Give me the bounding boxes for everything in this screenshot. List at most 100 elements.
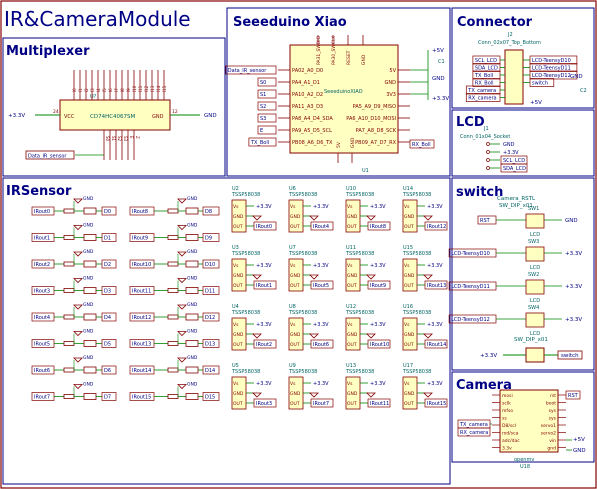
ir-d2-label: D13 [205,342,215,348]
receiver-pin-label: OUT [290,283,300,289]
mux-top-pin-label: I4 [96,88,101,92]
receiver-gnd-symbol [252,215,262,221]
ir-d2-label-box [202,206,220,216]
ir-resistor-2 [185,287,199,294]
xiao-left-pin-label: PA10_A2_D2 [292,92,323,98]
ir-d-label: D5 [104,342,111,348]
mux-top-pin-label: I9 [126,88,131,92]
receiver-ref: U13 [346,363,356,369]
ir-resistor [63,235,75,240]
camera-left-pin-label: mosi [502,393,513,399]
receiver-pin-label: OUT [404,342,414,348]
switch-net-label: RST [480,218,491,224]
ir-in-label: IRout7 [34,395,50,401]
receiver-vcc-label: +3.3V [256,263,272,269]
connector-component[interactable]: J2 Conn_02x07_Top_Bottom SCL_LCDSDA_LCDT… [465,32,587,106]
receiver-out-label-box [424,339,448,349]
receiver-pin-label: Vs [404,204,410,210]
receiver-pin-label: GND [404,214,415,220]
receiver-pin-label: OUT [233,283,243,289]
receiver-pin-label: Vs [347,322,353,328]
camera-right-pin-label: rst [550,393,556,399]
xiao-net-label-box [225,65,277,75]
ir-gnd-symbol [73,225,83,231]
switch-tag: LCD [530,331,540,337]
receiver-pin-label: GND [290,332,301,338]
receiver-out-label: IRout9 [370,283,386,289]
ir-resistor-2 [185,393,199,400]
ir-in2-label: IRout13 [132,342,151,348]
camera-right-pin-label: boot [546,401,556,407]
xiao-net-label: S3 [260,116,266,122]
xiao-top-pin-label: PA31_SWDIO [316,35,322,65]
receiver-out-label-box [424,398,448,408]
mux-top-pin-label: I1 [78,88,83,92]
camera-left-pin-label: sclk [502,401,511,407]
receiver-gnd-symbol [423,392,433,398]
receiver-gnd-symbol [423,333,433,339]
receiver-value: TSSP58038 [288,251,317,257]
multiplexer-frame [2,37,226,177]
receiver-pin-label: GND [404,273,415,279]
connector-left-label: RX_Boll [475,81,494,87]
xiao-net-label-box [257,101,277,111]
connector-left-labels: SCL_LCDSDA_LCDTX_BollRX_BollTX_cameraRX_… [465,55,505,102]
irsensor-frame [2,177,451,485]
lcd-component[interactable]: J1 Conn_01x04_Socket GND+3.3VSCL_LCDSDA_… [460,126,528,173]
receiver-pin-label: OUT [233,342,243,348]
receiver-vcc-label: +3.3V [370,263,386,269]
xiao-bottom-pin-label: GND [350,137,356,148]
switch-frame [451,177,595,371]
lcd-socket-pin [486,150,490,154]
ir-gnd-label: GND [187,355,198,361]
switch-ref: SW4 [528,305,539,311]
camera-right-pin-label: servo1 [541,423,556,429]
receiver-out-label-box [253,221,277,231]
xiao-net-label: Data_IR_sensor [228,68,267,74]
ir-resistor [167,235,179,240]
mux-top-pin-label: I2 [84,88,89,92]
receiver-value: TSSP58038 [402,251,431,257]
mux-power-3v3: +3.3V [8,113,25,119]
receiver-value: TSSP58038 [345,310,374,316]
xiao-component[interactable]: SeeeduinoXIAO U1 PA02_A0_D0Data_IR_senso… [225,35,450,174]
ir-in-label: IRout3 [34,289,50,295]
mux-top-pin-label: I8 [120,88,125,92]
receiver-pin-label: Vs [290,322,296,328]
xiao-right-pin-label: PA5_A9_D9_MISO [353,104,396,110]
receiver-gnd-symbol [309,274,319,280]
ir-gnd-label: GND [83,276,94,282]
receiver-out-label: IRout8 [370,224,386,230]
receiver-vcc-label: +3.3V [370,204,386,210]
xiao-right-pin-label: PA7_A8_D8_SCK [356,128,397,134]
xiao-net-label: S0 [260,80,266,86]
receiver-pin-label: OUT [347,401,357,407]
mux-bottom-pin-label: Z [135,136,140,139]
ir-in-label: IRout0 [34,209,50,215]
mux-component[interactable]: CD74HC4067SM U? VCC GND 24 12 +3.3V GND … [8,70,217,160]
ir-resistor-2 [83,234,97,241]
ir-d2-label: D14 [205,368,215,374]
receiver-value: TSSP58038 [231,310,260,316]
seeeduino-frame [226,7,451,177]
connector-left-label: TX_Boll [474,73,493,79]
camera-value: openmv [514,457,534,463]
ir-gnd-symbol [177,304,187,310]
camera-component[interactable]: mosisclkmfsossD8/sclrxd/scaadc/dac3.3vrs… [457,389,586,470]
receiver-ref: U10 [346,186,356,192]
switch-header-type: SW_DIP_x01 [499,203,533,209]
ir-d-label: D2 [104,262,111,268]
ir-in2-label: IRout15 [132,395,151,401]
connector-right-label-box [529,70,578,80]
lcd-net-label-box [500,163,528,173]
switch-tag: LCD [530,232,540,238]
switch-last-body [525,347,545,363]
ir-d2-label: D10 [205,262,215,268]
switch-last-label-box [557,350,583,360]
ir-resistor [167,341,179,346]
switch-last[interactable]: SW_DIP_x01 +3.3V switch [480,337,583,363]
camera-right-label: RST [568,393,579,399]
ir-resistor [167,314,179,320]
